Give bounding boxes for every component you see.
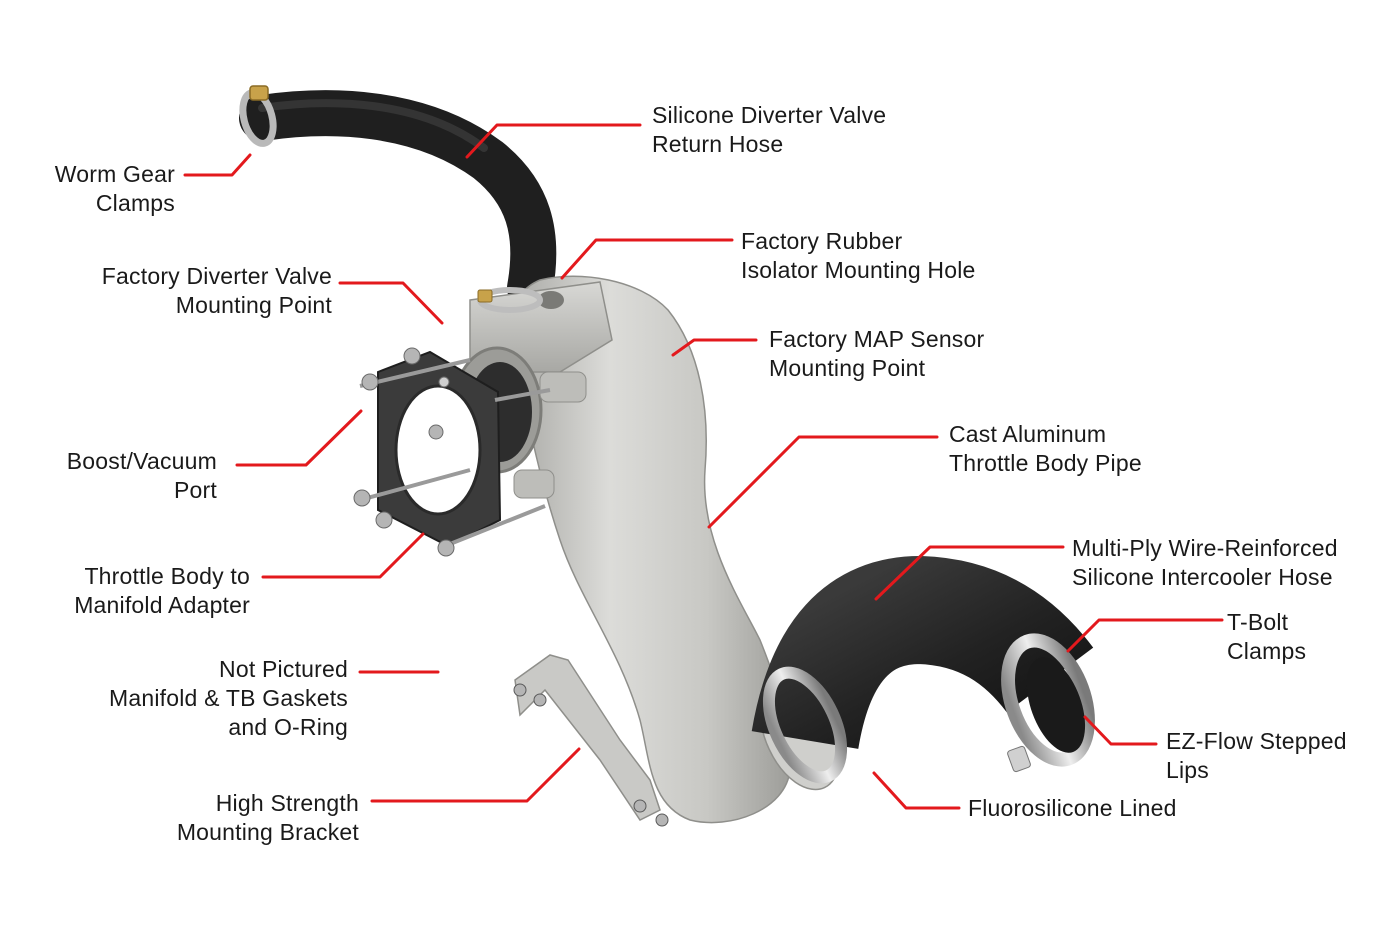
leader-mounting-bracket: [370, 747, 581, 803]
leader-diverter-valve-mount: [338, 281, 444, 325]
intercooler-hose: [751, 555, 1095, 784]
leader-stepped-lips: [1083, 715, 1158, 746]
leader-fluorosilicone: [872, 771, 961, 810]
leader-throttle-body-pipe: [707, 435, 939, 529]
leader-intercooler-hose: [874, 545, 1065, 601]
leader-worm-gear-clamps: [183, 153, 252, 177]
leader-map-sensor: [671, 338, 758, 357]
leader-lines: [183, 123, 1224, 810]
leader-rubber-isolator: [560, 238, 734, 280]
mounting-bracket: [513, 654, 669, 827]
manifold-adapter: [353, 347, 551, 557]
leader-manifold-adapter: [261, 532, 425, 579]
worm-gear-clamp-upper: [239, 85, 277, 147]
leader-t-bolt-clamps: [1066, 618, 1224, 653]
worm-gear-clamp-lower: [477, 287, 543, 313]
diverter-return-hose: [239, 90, 557, 311]
callout-fluorosilicone: Fluorosilicone Lined: [968, 795, 1177, 821]
leader-return-hose: [465, 123, 642, 159]
leader-boost-vacuum-port: [235, 409, 363, 467]
